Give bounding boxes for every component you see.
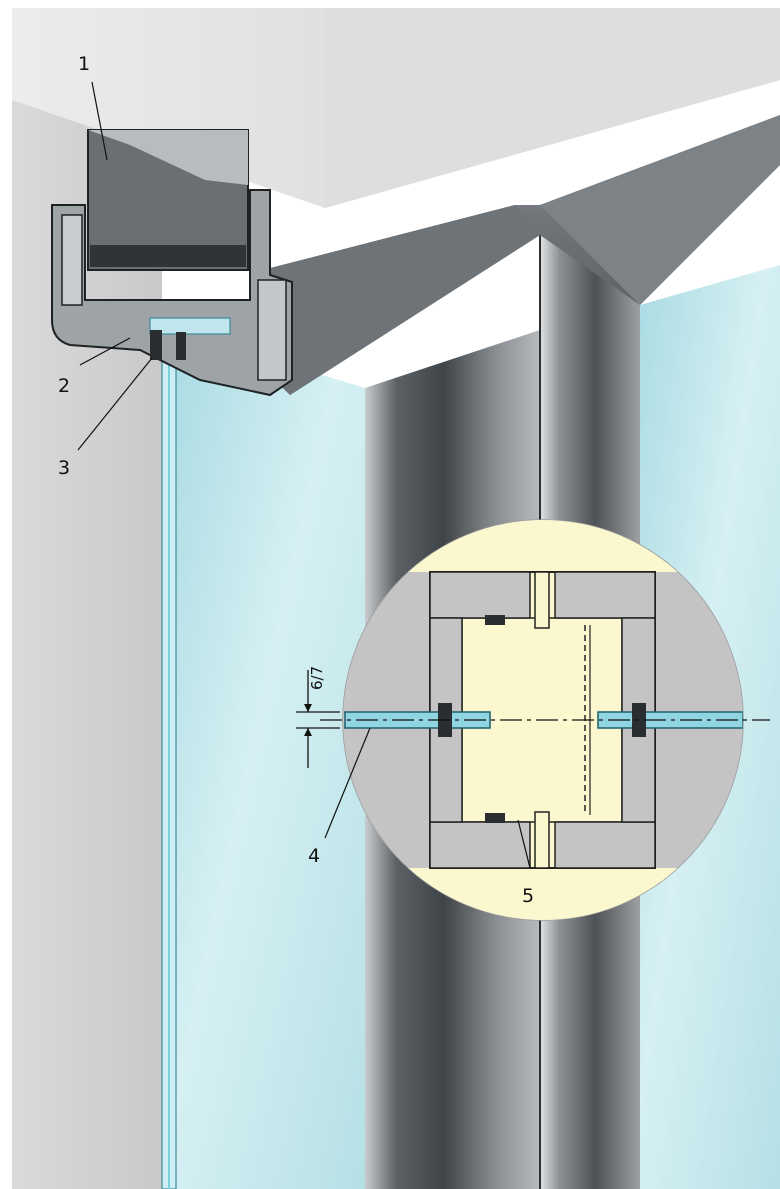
profile-cross-section — [51, 129, 293, 397]
middle-glass-pane — [175, 330, 365, 1189]
dimension-label: 6/7 — [308, 666, 326, 690]
callout-3: 3 — [58, 457, 70, 479]
callout-1: 1 — [78, 53, 90, 75]
callout-5: 5 — [522, 885, 534, 907]
left-wall — [12, 95, 162, 1189]
callout-leaders — [77, 81, 531, 869]
callout-2: 2 — [58, 375, 70, 397]
ceiling-slab-side — [325, 8, 780, 208]
thickness-dimension: 6/7 — [296, 666, 340, 768]
top-beam-face — [540, 115, 780, 305]
callout-4: 4 — [308, 845, 320, 867]
top-beam-front — [255, 205, 540, 395]
